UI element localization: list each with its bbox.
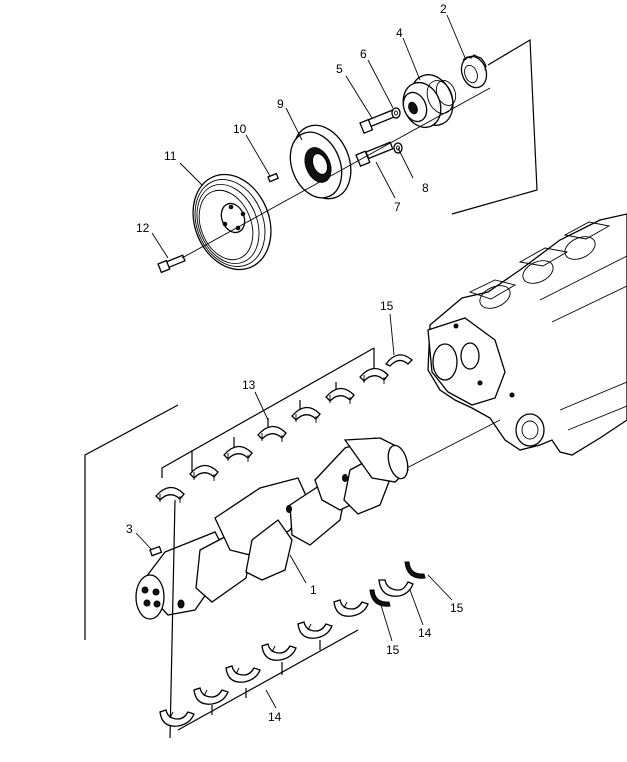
callout-9: 9 <box>277 97 284 111</box>
bearing-shell <box>333 599 369 617</box>
callout-3: 3 <box>126 522 133 536</box>
part-bolt-7 <box>355 141 394 167</box>
callout-15-upper: 15 <box>380 299 394 313</box>
callout-4: 4 <box>396 26 403 40</box>
bearing-shell <box>257 425 287 442</box>
part-key-10 <box>267 172 280 183</box>
bearing-shell <box>223 445 253 462</box>
part-crankshaft-gear <box>460 54 488 89</box>
callout-13: 13 <box>242 378 256 392</box>
part-bolt-12 <box>157 254 186 274</box>
bearing-shell <box>189 464 219 481</box>
bearing-shell <box>225 665 261 683</box>
callout-8: 8 <box>422 181 429 195</box>
callout-15-lower-left: 15 <box>386 643 400 657</box>
callout-12: 12 <box>136 221 150 235</box>
upper-bearing-shells <box>155 354 413 503</box>
callout-5: 5 <box>336 62 343 76</box>
callout-6: 6 <box>360 47 367 61</box>
thrust-washer <box>385 354 413 367</box>
bearing-shell <box>297 621 333 639</box>
part-washer-6 <box>391 107 401 119</box>
leader-lines <box>135 14 467 709</box>
lower-bearing-shells <box>159 599 369 727</box>
callout-14-thrust: 14 <box>418 626 432 640</box>
thrust-bearing-group <box>369 561 426 607</box>
bearing-shell <box>325 387 355 404</box>
part-crankshaft-pulley <box>192 173 272 271</box>
part-dowel-pin <box>149 545 163 557</box>
part-bolt-5 <box>359 109 396 135</box>
callout-10: 10 <box>233 122 247 136</box>
part-pulley-hub <box>402 74 457 129</box>
bearing-shell <box>261 643 297 661</box>
callout-7: 7 <box>394 200 401 214</box>
callout-11: 11 <box>164 149 177 163</box>
bearing-shell <box>291 406 321 423</box>
part-crankshaft <box>135 419 501 620</box>
bearing-shell <box>193 687 229 705</box>
engine-block <box>427 213 627 456</box>
part-damper <box>289 124 352 200</box>
lower-bearing-bracket <box>169 499 359 739</box>
bearing-shell <box>159 709 195 727</box>
front-assembly-bracket <box>451 38 538 215</box>
callout-15-lower-right: 15 <box>450 601 464 615</box>
callout-2: 2 <box>440 2 447 16</box>
callout-1: 1 <box>310 583 317 597</box>
bearing-shell <box>359 367 389 384</box>
callout-14-lower: 14 <box>268 710 282 724</box>
bearing-shell <box>155 486 185 503</box>
